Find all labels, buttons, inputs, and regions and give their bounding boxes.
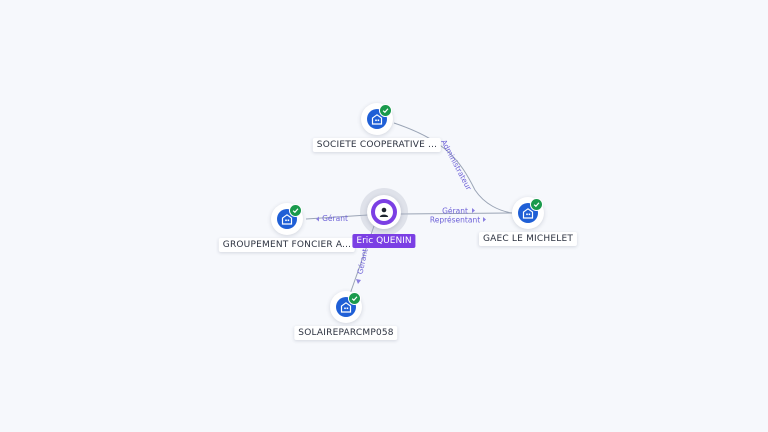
edge-label-solaire: Gérant bbox=[355, 248, 369, 275]
person-icon bbox=[371, 199, 397, 225]
edge-label-gaec-1: Gérant bbox=[442, 207, 468, 216]
check-icon bbox=[289, 204, 302, 217]
arrow-to-gaec-1 bbox=[472, 208, 475, 213]
check-icon bbox=[348, 292, 361, 305]
arrow-to-groupement bbox=[316, 216, 319, 222]
company-label: GAEC LE MICHELET bbox=[478, 232, 578, 246]
company-label: GROUPEMENT FONCIER A... bbox=[218, 238, 356, 252]
person-label: Eric QUENIN bbox=[352, 234, 416, 248]
edge-eric-gaec bbox=[399, 212, 513, 215]
company-label: SOLAIREPARCMP058 bbox=[294, 326, 398, 340]
edge-eric-groupement bbox=[305, 214, 369, 220]
check-icon bbox=[530, 198, 543, 211]
edge-label-gaec-2: Représentant bbox=[430, 216, 480, 225]
check-icon bbox=[379, 104, 392, 117]
arrow-to-gaec-2 bbox=[483, 217, 486, 222]
arrow-to-solaire bbox=[356, 279, 361, 284]
company-label: SOCIETE COOPERATIVE ... bbox=[312, 138, 442, 152]
edge-societe-gaec bbox=[393, 122, 513, 214]
edge-label-groupement: Gérant bbox=[322, 214, 348, 223]
edge-label-societe-gaec: Administrateur bbox=[439, 138, 474, 192]
